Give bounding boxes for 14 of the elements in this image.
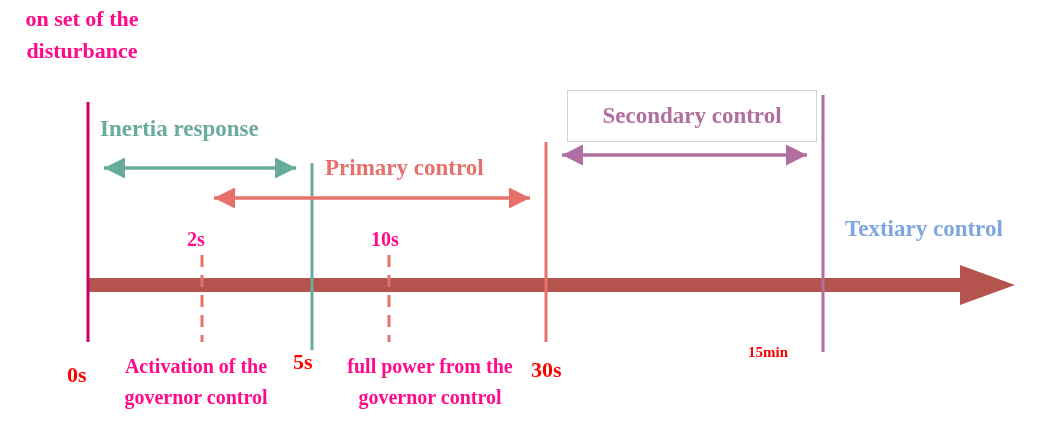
time-label: 5s [293, 349, 313, 375]
time-label: 2s [187, 228, 205, 251]
time-label: 10s [371, 228, 399, 251]
event-label: Activation of the governor control [123, 354, 269, 411]
phase-label-box [567, 90, 817, 142]
phase-label: Secondary control [602, 103, 782, 129]
phase-label: Inertia response [100, 116, 259, 142]
time-label: 30s [531, 357, 562, 383]
time-label: 15min [748, 344, 788, 361]
phase-label: Textiary control [845, 216, 1003, 242]
event-label: on set of the disturbance [24, 5, 140, 65]
time-label: 0s [67, 362, 87, 388]
phase-label: Primary control [325, 155, 484, 181]
event-label: full power from the governor control [346, 354, 514, 411]
